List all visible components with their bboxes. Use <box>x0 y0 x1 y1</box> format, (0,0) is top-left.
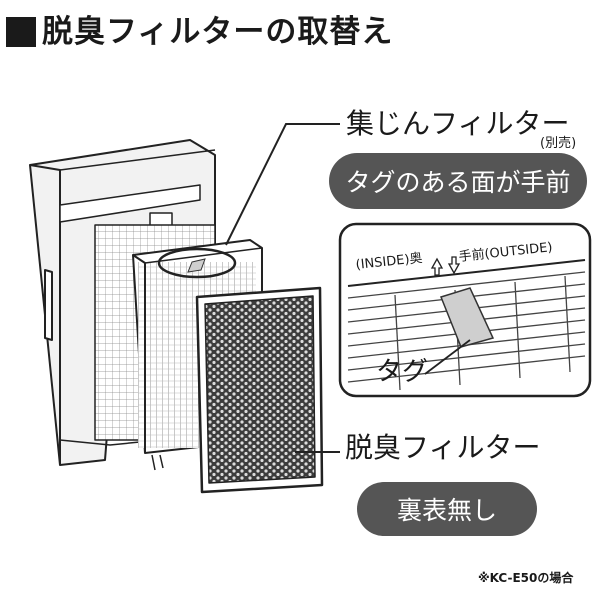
tag-highlight-ellipse <box>157 247 237 279</box>
page-title: 脱臭フィルターの取替え <box>6 14 393 50</box>
model-note: ※KC-E50の場合 <box>478 571 574 585</box>
small-tag-icon <box>187 258 206 273</box>
deodorizing-filter-illustration <box>195 286 324 494</box>
arrow-up-icon <box>430 257 444 276</box>
tag-label: タグ <box>376 357 429 387</box>
tag-side-front-badge: タグのある面が手前 <box>329 153 587 209</box>
title-square-icon <box>6 17 36 47</box>
dust-filter-label: 集じんフィルター <box>346 107 570 140</box>
zoom-detail-box <box>338 222 592 398</box>
sold-separately-label: (別売) <box>540 136 577 151</box>
dust-filter-leader-line <box>225 123 340 246</box>
title-text: 脱臭フィルターの取替え <box>42 14 394 50</box>
tag-leader-line <box>424 339 471 375</box>
arrow-down-icon <box>447 256 461 275</box>
no-front-back-badge: 裏表無し <box>357 482 537 536</box>
deodorizing-filter-label: 脱臭フィルター <box>345 431 541 464</box>
tag-detail-icon <box>440 287 495 348</box>
